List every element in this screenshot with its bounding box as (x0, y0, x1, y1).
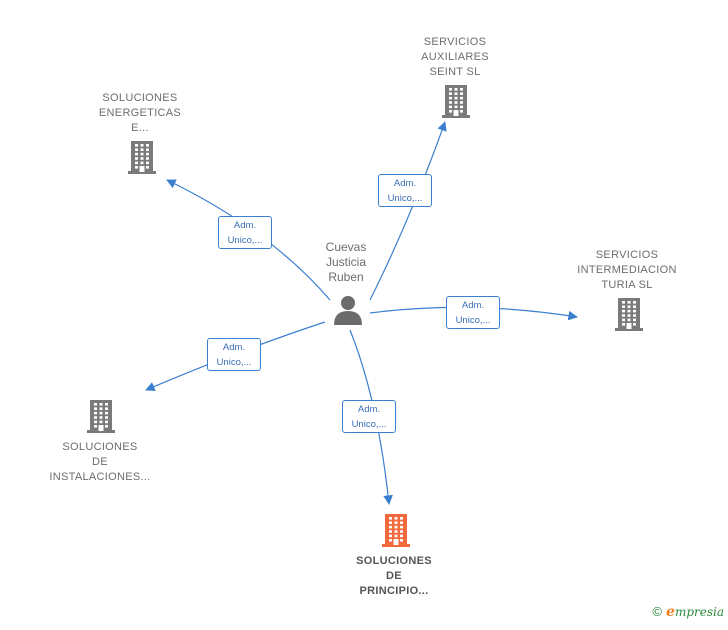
company-label-line: DE (92, 456, 108, 468)
building-icon[interactable] (382, 514, 410, 547)
edge-line-servicios-auxiliares (369, 121, 447, 301)
person-name-line: Cuevas (325, 240, 367, 254)
edge-label-line: Unico,... (227, 235, 263, 246)
brand-name: mpresia (674, 605, 724, 619)
person-name-line: Justicia (325, 255, 366, 269)
edge-label-line: Unico,... (387, 193, 423, 204)
building-icon[interactable] (87, 400, 115, 433)
building-icon[interactable] (128, 141, 156, 174)
company-label-line: INSTALACIONES... (49, 471, 151, 483)
edge-label-soluciones-instalaciones[interactable]: Adm. Unico,... (207, 338, 261, 371)
footer-brand[interactable]: ©empresia (652, 604, 724, 620)
company-label-soluciones-instalaciones[interactable]: SOLUCIONES DE INSTALACIONES... (40, 440, 160, 485)
company-label-line: AUXILIARES (421, 51, 489, 63)
person-icon[interactable] (334, 296, 362, 325)
company-label-line: ENERGETICAS (98, 107, 182, 119)
edge-label-line: Adm. (357, 404, 381, 415)
edge-label-line: Adm. (393, 178, 417, 189)
company-label-soluciones-energeticas[interactable]: SOLUCIONES ENERGETICAS E... (80, 91, 200, 136)
edge-label-line: Adm. (233, 220, 257, 231)
copyright-symbol: © (652, 604, 663, 619)
company-label-line: SOLUCIONES (102, 92, 178, 104)
company-label-soluciones-principio[interactable]: SOLUCIONES DE PRINCIPIO... (334, 554, 454, 599)
company-label-line: SOLUCIONES (62, 441, 138, 453)
company-label-line: E... (131, 122, 149, 134)
company-label-line: PRINCIPIO... (359, 585, 429, 597)
edge-label-soluciones-energeticas[interactable]: Adm. Unico,... (218, 216, 272, 249)
person-name-line: Ruben (328, 270, 364, 284)
edge-label-soluciones-principio[interactable]: Adm. Unico,... (342, 400, 396, 433)
company-label-line: SEINT SL (429, 66, 481, 78)
company-label-servicios-auxiliares[interactable]: SERVICIOS AUXILIARES SEINT SL (395, 35, 515, 80)
building-icon[interactable] (442, 85, 470, 118)
company-label-line: SERVICIOS (595, 249, 659, 261)
edge-label-line: Adm. (461, 300, 485, 311)
building-icon[interactable] (615, 298, 643, 331)
edge-label-line: Unico,... (351, 419, 387, 430)
edge-label-servicios-intermediacion[interactable]: Adm. Unico,... (446, 296, 500, 329)
edge-label-line: Unico,... (216, 357, 252, 368)
company-label-line: INTERMEDIACION (577, 264, 677, 276)
company-label-servicios-intermediacion[interactable]: SERVICIOS INTERMEDIACION TURIA SL (567, 248, 687, 293)
company-label-line: SOLUCIONES (356, 555, 432, 567)
edge-label-line: Unico,... (455, 315, 491, 326)
company-label-line: TURIA SL (601, 279, 653, 291)
brand-initial: e (666, 604, 675, 620)
edge-label-servicios-auxiliares[interactable]: Adm. Unico,... (378, 174, 432, 207)
edge-label-line: Adm. (222, 342, 246, 353)
company-label-line: SERVICIOS (423, 36, 487, 48)
company-label-line: DE (386, 570, 402, 582)
